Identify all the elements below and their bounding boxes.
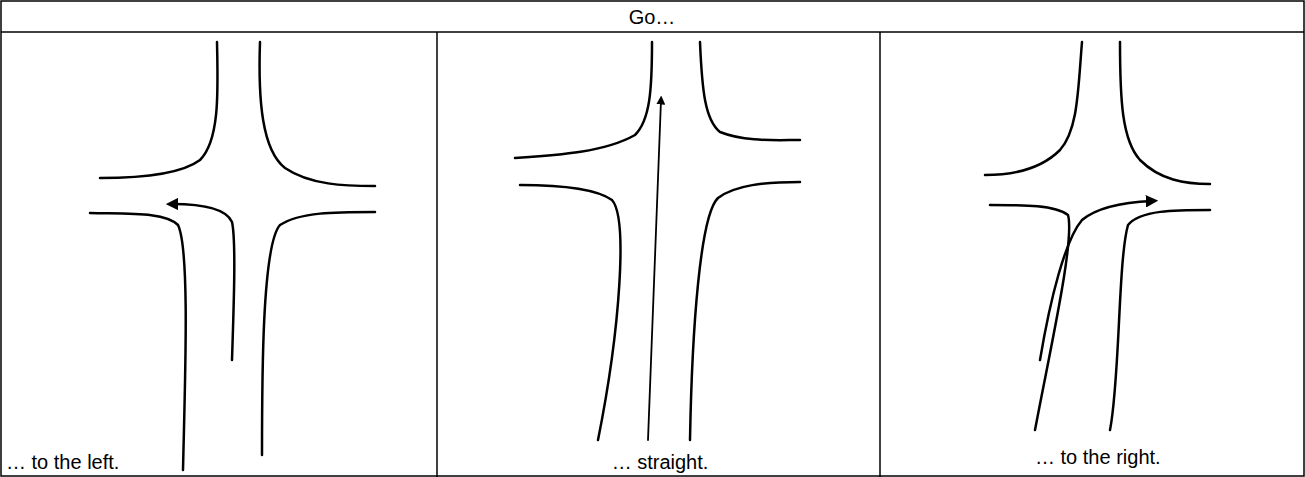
crossroad-right — [985, 42, 1210, 430]
table-header: Go… — [629, 5, 676, 29]
crossroad-left — [90, 42, 375, 470]
crossroad-middle — [515, 42, 800, 440]
table-cell-caption: … straight. — [612, 450, 709, 474]
table-cell-caption: … to the left. — [6, 450, 119, 474]
table-cell-caption: … to the right. — [1035, 445, 1161, 469]
